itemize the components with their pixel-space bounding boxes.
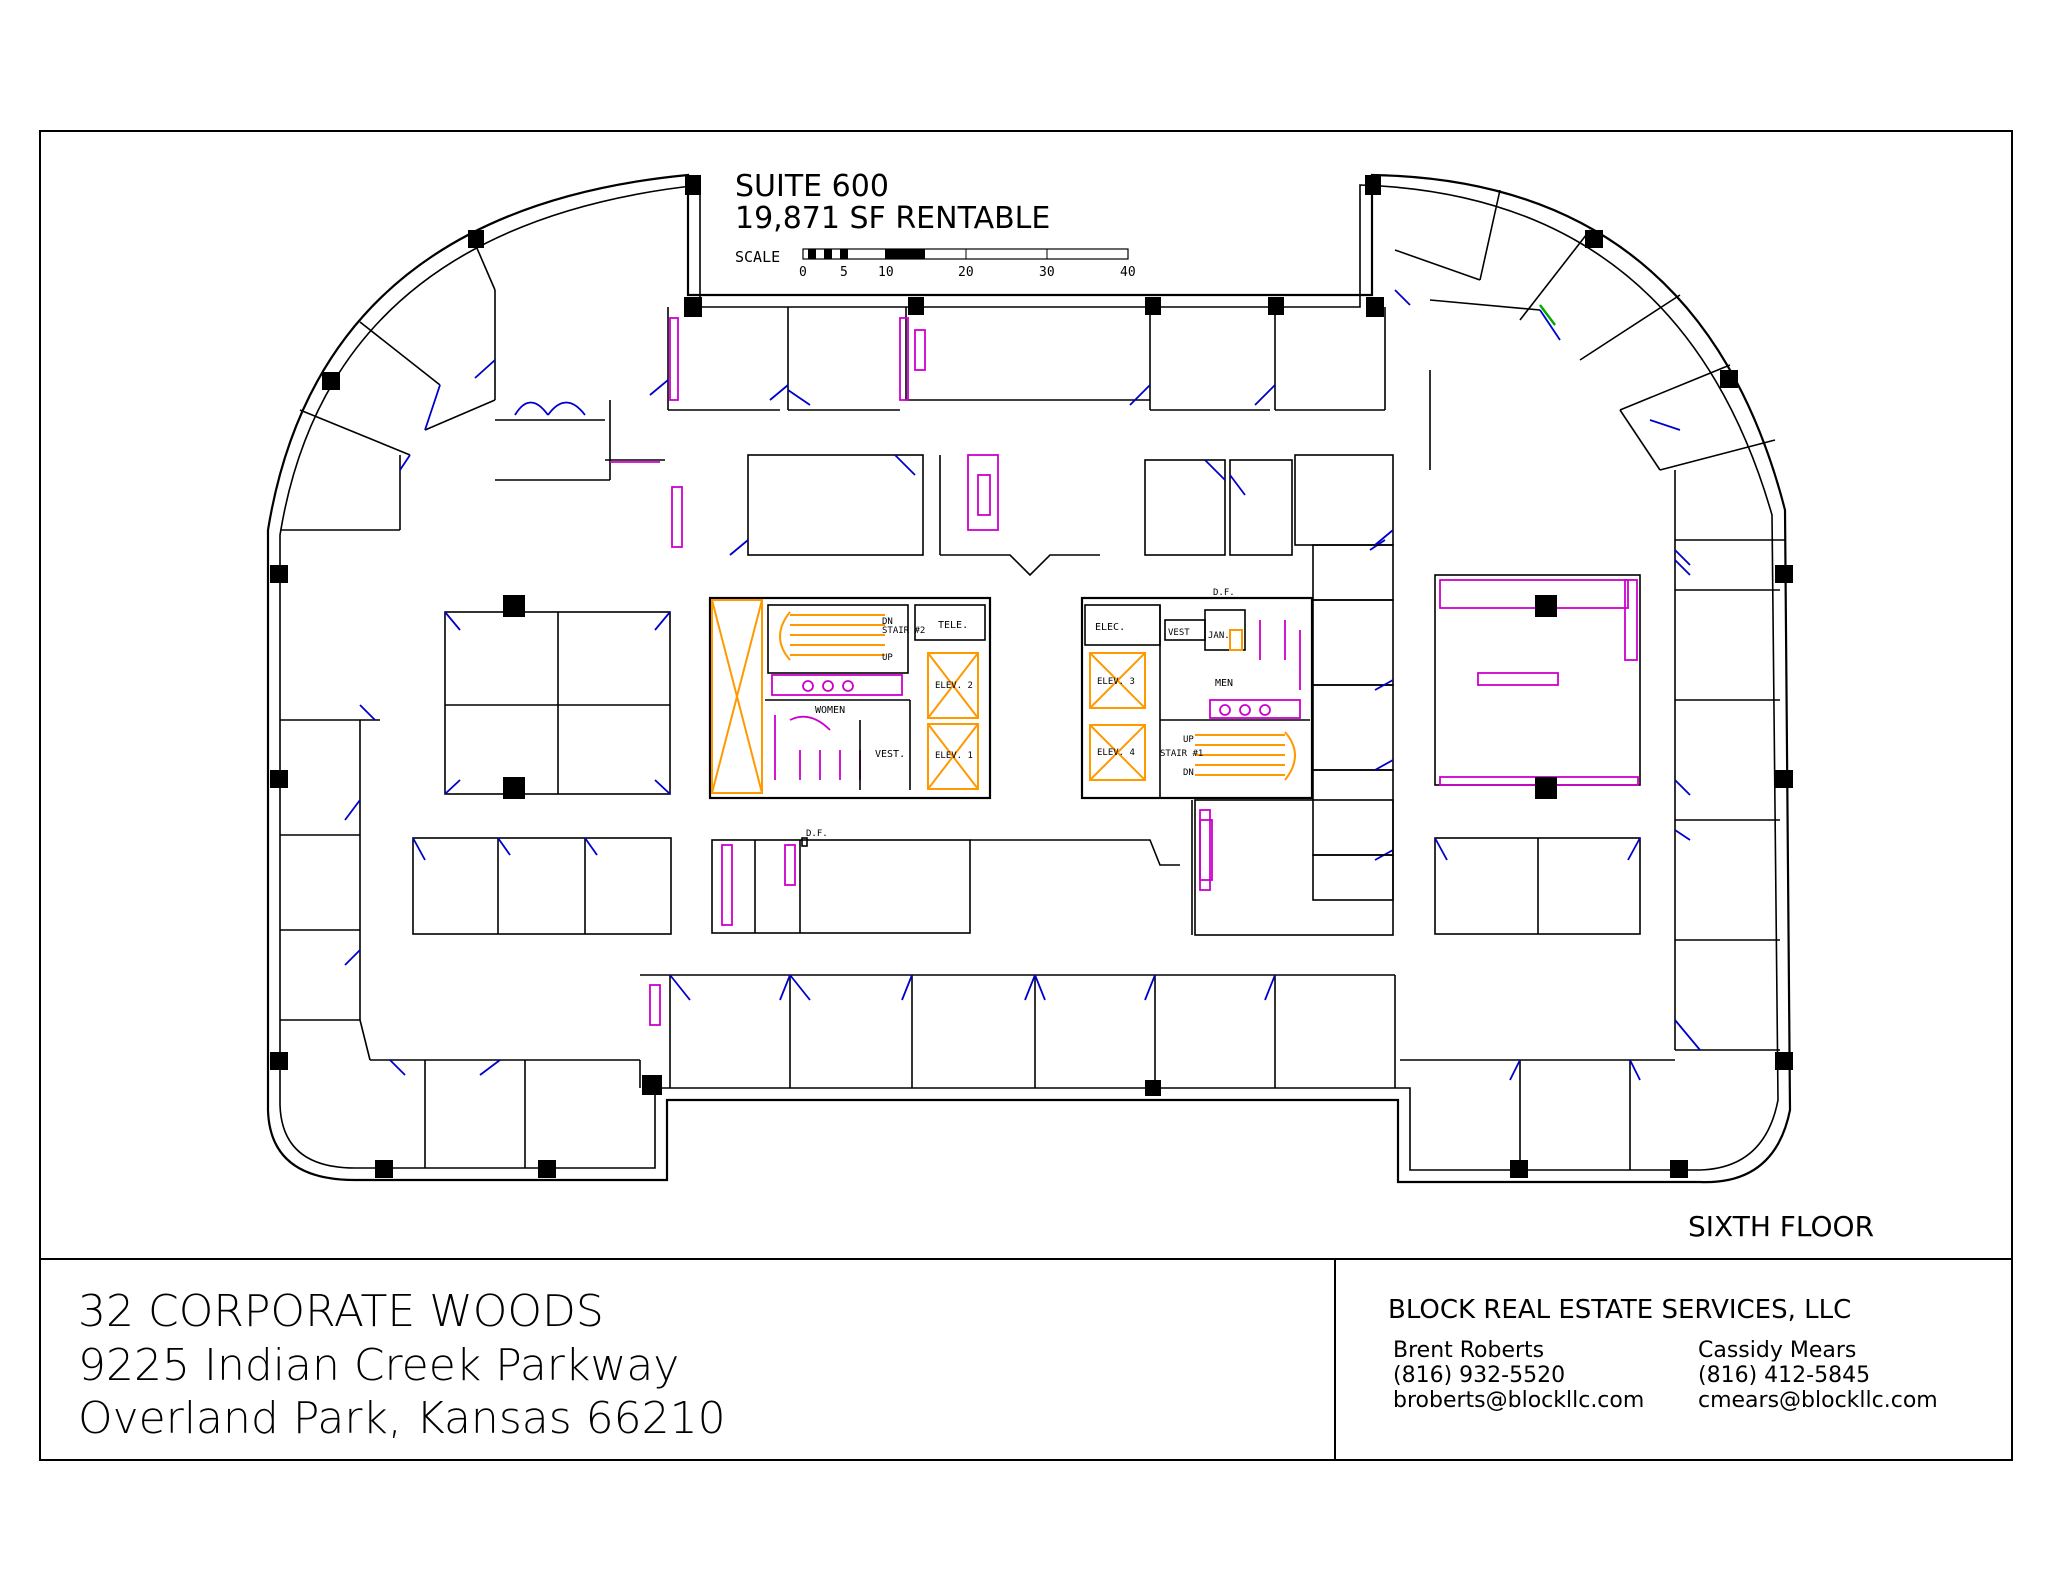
scale-tick: 20	[958, 265, 974, 280]
nw-offices	[280, 231, 683, 548]
vestibule-east-label: VEST	[1168, 628, 1190, 638]
west-interior-offices	[412, 611, 672, 935]
womens-restroom-label: WOMEN	[815, 705, 845, 716]
scale-tick: 30	[1039, 265, 1055, 280]
scale-tick: 10	[878, 265, 894, 280]
elevator-1-label: ELEV. 1	[935, 751, 973, 761]
room-labels: STAIR #2 DN UP TELE. WOMEN VEST. ELEV. 2…	[806, 588, 1235, 839]
east-offices	[1400, 559, 1780, 1170]
stair-1-up-label: UP	[1183, 735, 1194, 745]
south-central-rooms	[711, 800, 1213, 935]
agent-phone: (816) 932-5520	[1393, 1363, 1565, 1388]
elevator-2-label: ELEV. 2	[935, 681, 973, 691]
central-north-rooms	[729, 454, 1394, 577]
stair-up-label: UP	[882, 653, 893, 663]
scale-label: SCALE	[735, 248, 780, 266]
east-interior-rooms	[1194, 529, 1641, 936]
stair-dn-label: DN	[882, 617, 893, 627]
agent-email[interactable]: cmears@blockllc.com	[1698, 1388, 1938, 1413]
agent-name: Brent Roberts	[1393, 1338, 1544, 1363]
elevator-3-label: ELEV. 3	[1097, 677, 1135, 687]
agent-phone: (816) 412-5845	[1698, 1363, 1870, 1388]
mens-restroom-label: MEN	[1215, 678, 1233, 689]
agent-name: Cassidy Mears	[1698, 1338, 1856, 1363]
columns	[270, 175, 1793, 1178]
elec-room-label: ELEC.	[1095, 622, 1125, 633]
city-address: Overland Park, Kansas 66210	[78, 1393, 726, 1444]
drinking-fountain-label: D.F.	[1213, 588, 1235, 598]
scale-tick: 5	[840, 265, 848, 280]
elevator-4-label: ELEV. 4	[1097, 748, 1135, 758]
janitor-label: JAN.	[1208, 631, 1230, 641]
tele-room-label: TELE.	[938, 620, 968, 631]
ne-offices	[1394, 189, 1785, 1050]
stair-2-label: STAIR #2	[882, 626, 925, 636]
stair-1-label: STAIR #1	[1160, 749, 1203, 759]
north-offices	[649, 307, 1386, 411]
south-offices	[640, 974, 1396, 1088]
company-name: BLOCK REAL ESTATE SERVICES, LLC	[1388, 1295, 1851, 1325]
floor-label: SIXTH FLOOR	[1688, 1210, 1874, 1243]
suite-label: SUITE 600	[735, 169, 889, 204]
sw-offices	[280, 704, 641, 1168]
scale-bar: SCALE 0 5 10 20 30 40	[735, 248, 1136, 280]
scale-tick: 40	[1120, 265, 1136, 280]
street-address: 9225 Indian Creek Parkway	[78, 1340, 679, 1391]
scale-tick: 0	[799, 265, 807, 280]
agent-email[interactable]: broberts@blockllc.com	[1393, 1388, 1644, 1413]
building-name: 32 CORPORATE WOODS	[78, 1286, 604, 1337]
building-shell	[266, 173, 1792, 1184]
vestibule-west-label: VEST.	[875, 749, 905, 760]
core-west	[708, 596, 992, 800]
sheet-border	[39, 130, 2013, 1461]
drinking-fountain-label: D.F.	[806, 829, 828, 839]
stair-1-dn-label: DN	[1183, 768, 1194, 778]
rentable-area: 19,871 SF RENTABLE	[735, 201, 1050, 236]
core-east	[1080, 596, 1314, 800]
